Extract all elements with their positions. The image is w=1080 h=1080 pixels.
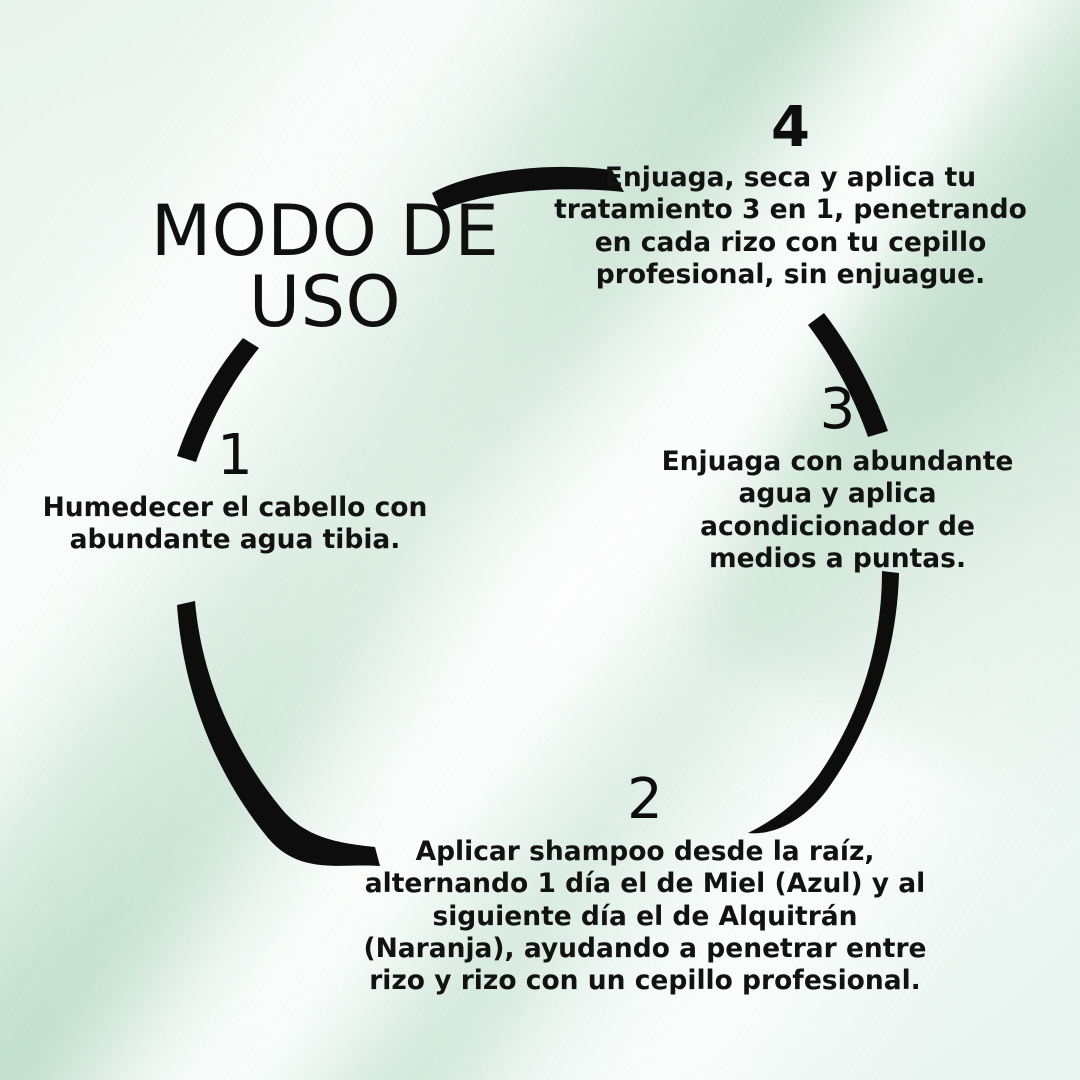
title-line-2: USO xyxy=(248,261,402,344)
page-title: MODO DE USO xyxy=(110,195,540,344)
step-4: 4 Enjuaga, seca y aplica tu tratamiento … xyxy=(548,100,1033,291)
step-3: 3 Enjuaga con abundante agua y aplica ac… xyxy=(645,382,1030,575)
step-3-number: 3 xyxy=(819,377,856,442)
step-1-text: Humedecer el cabello con abundante agua … xyxy=(42,492,428,556)
step-2: 2 Aplicar shampoo desde la raíz, alterna… xyxy=(360,772,930,998)
step-1-number: 1 xyxy=(217,423,253,488)
step-2-text: Aplicar shampoo desde la raíz, alternand… xyxy=(363,836,927,997)
step-3-text: Enjuaga con abundante agua y aplica acon… xyxy=(661,446,1014,574)
step-4-text: Enjuaga, seca y aplica tu tratamiento 3 … xyxy=(554,162,1027,290)
step-2-number: 2 xyxy=(627,767,663,832)
title-line-1: MODO DE xyxy=(150,190,500,272)
step-4-number: 4 xyxy=(771,95,810,160)
step-1: 1 Humedecer el cabello con abundante agu… xyxy=(10,428,460,557)
